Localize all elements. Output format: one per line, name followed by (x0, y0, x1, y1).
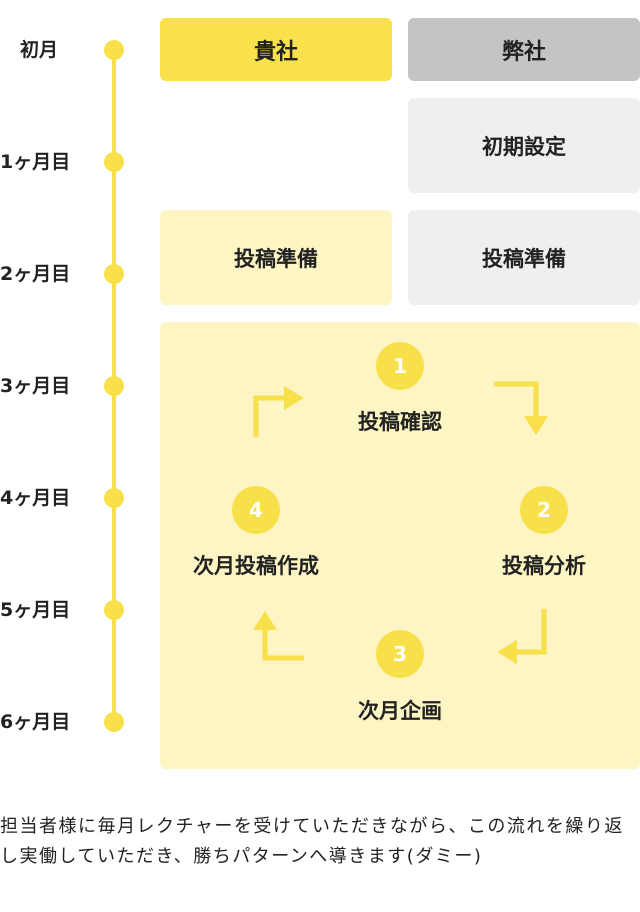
timeline-label: 4ヶ月目 (0, 487, 71, 509)
client-column-header: 貴社 (160, 18, 392, 81)
step-4-label: 次月投稿作成 (193, 554, 319, 578)
our-company-column-header: 弊社 (408, 18, 640, 81)
arrow-head-up-icon (253, 611, 277, 630)
arrow-head-left-icon (497, 640, 517, 664)
timeline-dot (104, 152, 124, 172)
timeline-item-month-1: 1ヶ月目 (0, 147, 130, 177)
timeline-item-month-2: 2ヶ月目 (0, 259, 130, 289)
timeline-dot (104, 376, 124, 396)
timeline-label: 3ヶ月目 (0, 375, 71, 397)
timeline-item-month-6: 6ヶ月目 (0, 707, 130, 737)
timeline-dot (104, 40, 124, 60)
arrow-to-step-2-icon (494, 381, 539, 418)
initial-setup-box: 初期設定 (408, 98, 640, 193)
step-3-label: 次月企画 (358, 699, 442, 723)
timeline-dot (104, 600, 124, 620)
step-1-label: 投稿確認 (358, 410, 442, 434)
step-2-label: 投稿分析 (502, 554, 586, 578)
timeline-dot (104, 712, 124, 732)
arrow-to-step-4-icon (262, 628, 304, 661)
step-4-badge: 4 (232, 486, 280, 534)
timeline-label: 5ヶ月目 (0, 599, 71, 621)
timeline-item-month-5: 5ヶ月目 (0, 595, 130, 625)
arrow-to-step-3-icon (515, 609, 547, 655)
timeline-item-month-3: 3ヶ月目 (0, 371, 130, 401)
our-post-prep-box: 投稿準備 (408, 210, 640, 305)
timeline-label: 2ヶ月目 (0, 263, 71, 285)
timeline-label: 1ヶ月目 (0, 151, 71, 173)
arrow-to-step-1-icon (253, 395, 286, 437)
step-2-badge: 2 (520, 486, 568, 534)
arrow-head-right-icon (284, 386, 304, 410)
timeline-dot (104, 488, 124, 508)
step-1-badge: 1 (376, 342, 424, 390)
timeline-dot (104, 264, 124, 284)
timeline-label: 6ヶ月目 (0, 711, 71, 733)
description-text: 担当者様に毎月レクチャーを受けていただきながら、この流れを繰り返し実働していただ… (0, 816, 624, 867)
monthly-cycle-panel: 1 投稿確認 2 投稿分析 3 次月企画 4 次月投稿作成 (160, 322, 640, 769)
arrow-head-down-icon (524, 416, 548, 435)
cycle-arrows (253, 381, 548, 664)
timeline-item-month-0: 初月 (0, 35, 130, 65)
step-3-badge: 3 (376, 630, 424, 678)
timeline-item-month-4: 4ヶ月目 (0, 483, 130, 513)
timeline-label: 初月 (20, 39, 59, 61)
client-post-prep-box: 投稿準備 (160, 210, 392, 305)
